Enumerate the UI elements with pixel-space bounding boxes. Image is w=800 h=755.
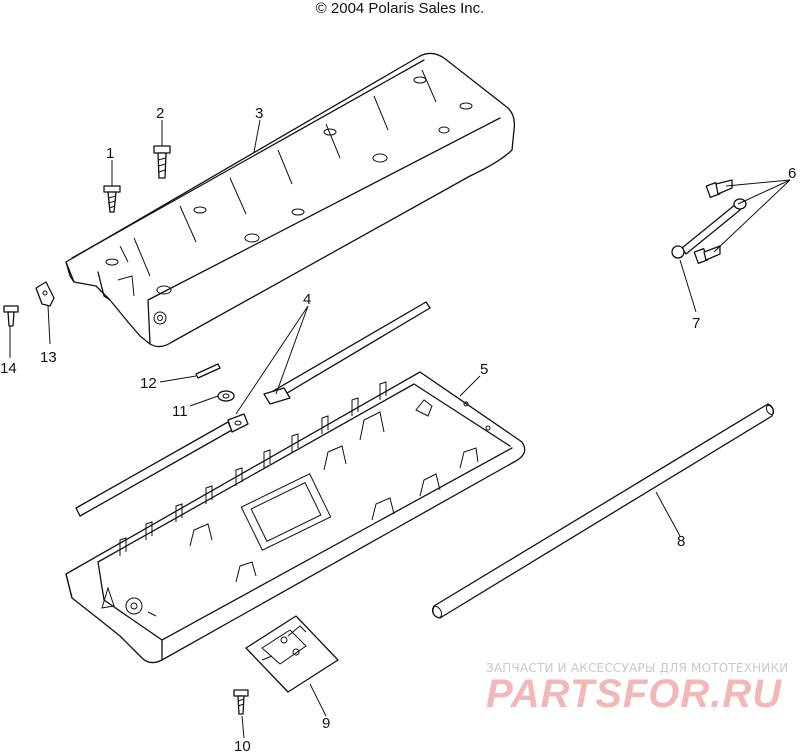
- callout-10: 10: [234, 738, 251, 755]
- callout-3: 3: [255, 105, 263, 122]
- leader-lines: [9, 119, 791, 739]
- callout-5: 5: [480, 361, 488, 378]
- callout-4: 4: [303, 291, 311, 308]
- part-8-tube: [431, 403, 775, 619]
- part-5-chassis-tray: [65, 371, 526, 664]
- callout-9: 9: [322, 715, 330, 732]
- part-10-screw: [233, 689, 249, 715]
- copyright-text: © 2004 Polaris Sales Inc.: [315, 0, 485, 17]
- callout-1: 1: [106, 145, 114, 162]
- part-2-bolt: [153, 145, 171, 179]
- part-9-latch-plate: [245, 615, 339, 693]
- watermark-logo: PARTSFOR.RU: [486, 672, 783, 716]
- callout-12: 12: [140, 375, 157, 392]
- callout-7: 7: [692, 315, 700, 332]
- part-1-screw: [103, 185, 121, 213]
- callout-14: 14: [0, 360, 17, 377]
- callout-labels: 1 2 3 4 5 6 7 8 9 10 11 12 13 14: [0, 105, 796, 755]
- part-3-upper-cover: [65, 52, 516, 348]
- callout-13: 13: [40, 349, 57, 366]
- part-4-rods: [75, 301, 431, 517]
- part-11-washer: [217, 390, 235, 402]
- callout-6: 6: [788, 165, 796, 182]
- callout-2: 2: [156, 105, 164, 122]
- part-14-screw: [3, 305, 19, 327]
- watermark-tagline: ЗАПЧАСТИ И АКСЕССУАРЫ ДЛЯ МОТОТЕХНИКИ: [486, 661, 789, 675]
- callout-11: 11: [172, 403, 188, 420]
- callout-8: 8: [677, 533, 685, 550]
- part-13-bracket: [35, 281, 55, 307]
- part-6-screws: [671, 179, 747, 264]
- part-12-pin: [195, 363, 221, 379]
